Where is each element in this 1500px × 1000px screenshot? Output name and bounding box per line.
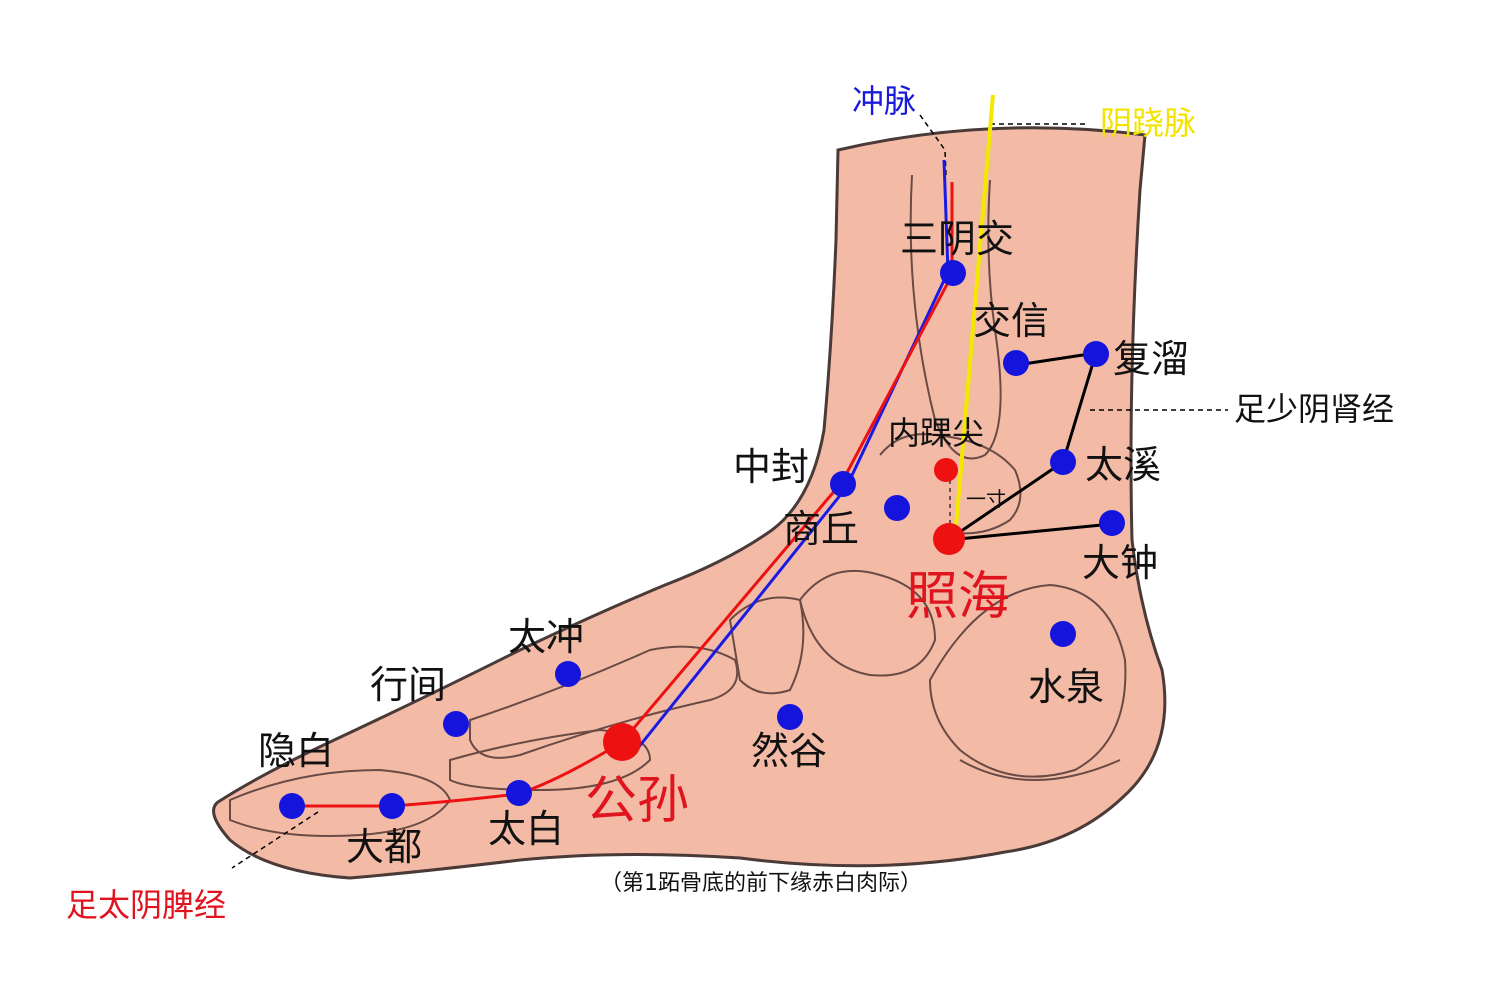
label-taibai: 太白: [488, 807, 564, 851]
medial-malleolus-label: 内踝尖: [888, 414, 984, 452]
foot-outline: [212, 126, 1167, 880]
chong-label: 冲脉: [852, 82, 916, 120]
label-taichong: 太冲: [508, 615, 584, 659]
label-shangqiu: 商丘: [783, 507, 859, 551]
point-zhongfeng[interactable]: [830, 471, 856, 497]
point-shangqiu[interactable]: [884, 495, 910, 521]
yinqiao-vessel-line: [953, 94, 995, 539]
label-shuiquan: 水泉: [1028, 665, 1104, 709]
gongsun-location-note: （第1跖骨底的前下缘赤白肉际）: [600, 871, 922, 896]
point-taichong[interactable]: [555, 661, 581, 687]
label-gongsun: 公孙: [585, 771, 689, 831]
point-sanyinjiao[interactable]: [940, 260, 966, 286]
point-taibai[interactable]: [506, 780, 532, 806]
one-cun-label: 一寸: [966, 487, 1006, 511]
label-zhongfeng: 中封: [733, 445, 809, 489]
spleen-leader: [231, 811, 319, 869]
point-jiaoxin[interactable]: [1003, 350, 1029, 376]
tibia-sketch: [909, 174, 1002, 460]
label-yinbai: 隐白: [258, 729, 334, 773]
point-dadu[interactable]: [379, 793, 405, 819]
yinqiao-label: 阴跷脉: [1100, 104, 1196, 142]
metatarsal-sketch-1: [469, 645, 739, 759]
point-medial-malleolus[interactable]: [934, 458, 958, 482]
label-dazhong: 大钟: [1082, 541, 1158, 585]
label-fuliu: 复溜: [1113, 337, 1189, 381]
point-dazhong[interactable]: [1099, 510, 1125, 536]
label-zhaohai: 照海: [906, 567, 1010, 627]
point-zhaohai[interactable]: [933, 523, 965, 555]
label-dadu: 大都: [346, 825, 422, 869]
label-xingjian: 行间: [370, 663, 446, 707]
tarsal-sketch-2: [728, 596, 805, 695]
malleolus-sketch: [879, 433, 1022, 535]
label-taixi: 太溪: [1085, 443, 1161, 487]
label-jiaoxin: 交信: [973, 299, 1049, 343]
calcaneus-sketch: [928, 583, 1127, 778]
spleen-label: 足太阴脾经: [66, 886, 226, 924]
heel-sketch: [959, 759, 1121, 781]
point-fuliu[interactable]: [1083, 341, 1109, 367]
point-rangu[interactable]: [777, 704, 803, 730]
point-shuiquan[interactable]: [1050, 621, 1076, 647]
point-xingjian[interactable]: [443, 711, 469, 737]
tarsal-sketch-1: [798, 569, 937, 677]
kidney-label: 足少阴肾经: [1234, 390, 1394, 428]
label-rangu: 然谷: [751, 729, 827, 773]
point-taixi[interactable]: [1050, 449, 1076, 475]
point-gongsun[interactable]: [603, 723, 641, 761]
metatarsal-sketch-2: [449, 728, 652, 792]
point-yinbai[interactable]: [279, 793, 305, 819]
label-sanyinjiao: 三阴交: [900, 217, 1014, 261]
